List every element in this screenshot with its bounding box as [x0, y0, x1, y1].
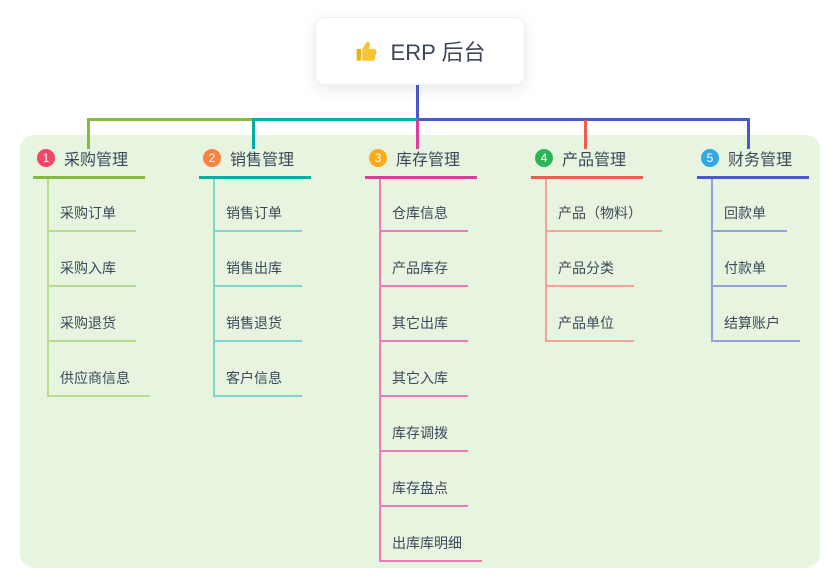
- mindmap-node[interactable]: 库存盘点: [381, 452, 468, 507]
- branch-inventory-items: 仓库信息 产品库存 其它出库 其它入库 库存调拨 库存盘点 出库库明细: [379, 179, 529, 562]
- mindmap-node[interactable]: 客户信息: [215, 342, 302, 397]
- mindmap-node[interactable]: 产品单位: [547, 287, 634, 342]
- branches-panel: [20, 135, 820, 568]
- branch-number-badge: 4: [535, 149, 553, 167]
- branch-product: 4 产品管理 产品（物料） 产品分类 产品单位: [531, 146, 695, 342]
- mindmap-node[interactable]: 供应商信息: [49, 342, 150, 397]
- branch-purchase-items: 采购订单 采购入库 采购退货 供应商信息: [47, 179, 197, 397]
- mindmap-node[interactable]: 产品库存: [381, 232, 468, 287]
- thumbs-up-icon: [355, 38, 381, 64]
- mindmap-node[interactable]: 付款单: [713, 232, 787, 287]
- branch-finance-header[interactable]: 5 财务管理: [697, 146, 809, 179]
- branch-sales: 2 销售管理 销售订单 销售出库 销售退货 客户信息: [199, 146, 363, 397]
- branch-inventory: 3 库存管理 仓库信息 产品库存 其它出库 其它入库 库存调拨 库存盘点 出库库…: [365, 146, 529, 562]
- mindmap-node[interactable]: 销售出库: [215, 232, 302, 287]
- connector-drop-finance: [747, 118, 750, 149]
- branch-label: 采购管理: [64, 152, 129, 169]
- connector-drop-purchase: [87, 118, 90, 149]
- connector-bus-blue: [418, 118, 750, 121]
- branch-number-badge: 3: [369, 149, 387, 167]
- connector-root-vertical: [416, 85, 419, 121]
- mindmap-node[interactable]: 其它入库: [381, 342, 468, 397]
- branch-label: 库存管理: [396, 152, 461, 169]
- branch-sales-header[interactable]: 2 销售管理: [199, 146, 311, 179]
- connector-bus-teal: [253, 118, 418, 121]
- mindmap-node[interactable]: 库存调拨: [381, 397, 468, 452]
- branch-product-items: 产品（物料） 产品分类 产品单位: [545, 179, 695, 342]
- connector-drop-inventory: [416, 120, 419, 149]
- root-node[interactable]: ERP 后台: [315, 17, 525, 85]
- branch-purchase: 1 采购管理 采购订单 采购入库 采购退货 供应商信息: [33, 146, 197, 397]
- mindmap-node[interactable]: 采购入库: [49, 232, 136, 287]
- branch-purchase-header[interactable]: 1 采购管理: [33, 146, 145, 179]
- connector-bus-green: [87, 118, 253, 121]
- mindmap-node[interactable]: 采购退货: [49, 287, 136, 342]
- root-label: ERP 后台: [390, 40, 486, 65]
- mindmap-node[interactable]: 其它出库: [381, 287, 468, 342]
- mindmap-node[interactable]: 结算账户: [713, 287, 800, 342]
- mindmap-node[interactable]: 出库库明细: [381, 507, 482, 562]
- branch-label: 销售管理: [230, 152, 295, 169]
- connector-drop-sales: [252, 118, 255, 149]
- branch-inventory-header[interactable]: 3 库存管理: [365, 146, 477, 179]
- mindmap-node[interactable]: 回款单: [713, 179, 787, 232]
- branch-number-badge: 5: [701, 149, 719, 167]
- connector-drop-product: [584, 120, 587, 149]
- mindmap-node[interactable]: 销售退货: [215, 287, 302, 342]
- branch-number-badge: 2: [203, 149, 221, 167]
- branch-finance-items: 回款单 付款单 结算账户: [711, 179, 839, 342]
- branch-number-badge: 1: [37, 149, 55, 167]
- branch-product-header[interactable]: 4 产品管理: [531, 146, 643, 179]
- mindmap-node[interactable]: 产品分类: [547, 232, 634, 287]
- mindmap-node[interactable]: 产品（物料）: [547, 179, 662, 232]
- branch-label: 产品管理: [562, 152, 627, 169]
- branch-sales-items: 销售订单 销售出库 销售退货 客户信息: [213, 179, 363, 397]
- branch-finance: 5 财务管理 回款单 付款单 结算账户: [697, 146, 839, 342]
- mindmap-node[interactable]: 仓库信息: [381, 179, 468, 232]
- mindmap-node[interactable]: 销售订单: [215, 179, 302, 232]
- mindmap-node[interactable]: 采购订单: [49, 179, 136, 232]
- branch-label: 财务管理: [728, 152, 793, 169]
